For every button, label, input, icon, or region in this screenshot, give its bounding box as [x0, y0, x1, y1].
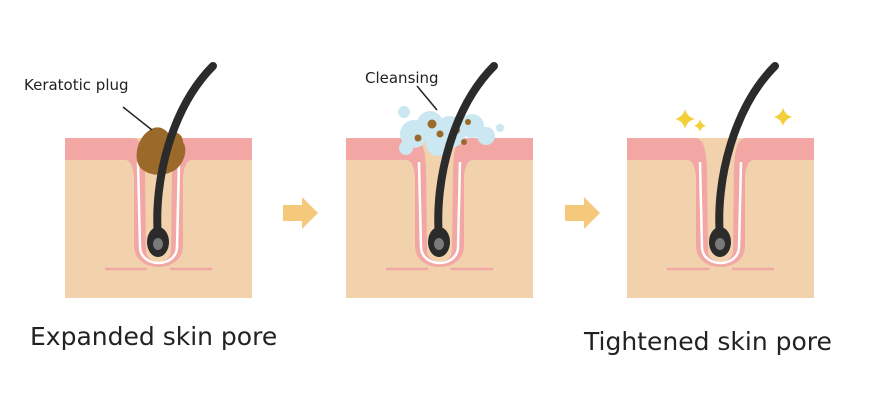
hair-3 — [715, 62, 779, 242]
panel-tightened — [625, 62, 816, 300]
cleansing-label: Cleansing — [365, 69, 439, 87]
hair-1 — [153, 62, 217, 242]
hair-bulb-1 — [153, 238, 163, 250]
hair-bulb-2 — [434, 238, 444, 250]
hair-2 — [434, 62, 498, 242]
arrow-2 — [565, 197, 600, 229]
keratotic-plug-label: Keratotic plug — [24, 76, 129, 94]
panel-expanded — [63, 62, 254, 300]
sparkle-icon — [774, 108, 792, 126]
expanded-pore-title: Expanded skin pore — [30, 322, 278, 351]
arrow-1 — [283, 197, 318, 229]
sparkle-icon — [694, 119, 706, 132]
plug-pointer-line — [122, 106, 153, 131]
hair-bulb-3 — [715, 238, 725, 250]
cleansing-pointer-line — [416, 85, 438, 111]
panel-cleansing — [344, 62, 535, 300]
sparkle-icon — [675, 109, 695, 129]
tightened-pore-title: Tightened skin pore — [584, 327, 832, 356]
